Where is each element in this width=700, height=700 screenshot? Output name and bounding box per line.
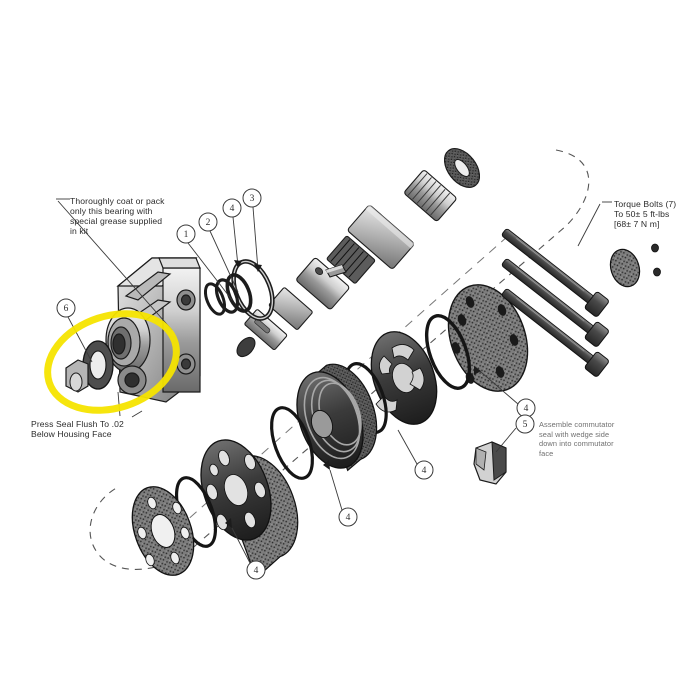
motor-housing xyxy=(105,257,201,403)
callout-balloon-label: 4 xyxy=(346,513,351,523)
callout-balloon-6: 6 xyxy=(56,298,76,318)
gerotor-o-ring xyxy=(270,406,314,480)
wear-plate-drum xyxy=(200,439,299,580)
callout-balloon-label: 6 xyxy=(64,304,69,314)
note-commutator: Assemble commutator seal with wedge side… xyxy=(539,420,615,458)
shaft-key xyxy=(325,264,347,278)
assembly-sweep-outline xyxy=(89,149,590,570)
cap-screws xyxy=(501,228,609,377)
callout-balloon-label: 4 xyxy=(422,466,427,476)
callout-balloon-label: 4 xyxy=(524,404,529,414)
thrust-washer xyxy=(443,148,481,188)
callout-balloon-label: 1 xyxy=(184,230,189,240)
note-seal: Press Seal Flush To .02 Below Housing Fa… xyxy=(31,419,124,440)
end-cap xyxy=(447,284,529,392)
port-plug-disc xyxy=(609,248,641,288)
note-grease: Thoroughly coat or pack only this bearin… xyxy=(70,196,165,237)
drive-shaft xyxy=(236,170,457,358)
shaft-seal-highlight xyxy=(44,310,180,414)
callout-balloon-4: 4 xyxy=(338,507,358,527)
commutator-seal-wedge xyxy=(473,441,507,485)
small-plugs xyxy=(651,243,661,277)
seal-retaining-ring xyxy=(65,359,89,393)
leader-arrowheads xyxy=(225,260,481,528)
leader-lines xyxy=(56,198,612,564)
note-torque: Torque Bolts (7) To 50± 5 ft-lbs [68± 7 … xyxy=(614,199,677,230)
callout-balloon-4: 4 xyxy=(414,460,434,480)
callout-balloon-1: 1 xyxy=(176,224,196,244)
callout-balloon-label: 3 xyxy=(250,194,255,204)
callout-balloons: 1 2 4 3 6 4 5 4 4 4 xyxy=(56,188,536,580)
callout-balloon-label: 4 xyxy=(254,566,259,576)
shaft-seal xyxy=(82,340,114,390)
callout-balloon-label: 2 xyxy=(206,218,211,228)
callout-balloon-label: 5 xyxy=(523,420,528,430)
callout-balloon-4: 4 xyxy=(222,198,242,218)
callout-balloon-2: 2 xyxy=(198,212,218,232)
o-ring-stack xyxy=(203,259,275,321)
callout-balloon-4: 4 xyxy=(516,398,536,418)
flange-plate xyxy=(131,486,195,576)
callout-balloon-3: 3 xyxy=(242,188,262,208)
highlight-ellipse xyxy=(44,310,180,414)
callout-balloon-4: 4 xyxy=(246,560,266,580)
callout-balloon-label: 4 xyxy=(230,204,235,214)
end-cap-o-ring xyxy=(424,314,472,390)
callout-balloon-5: 5 xyxy=(515,414,535,434)
gerotor-set xyxy=(296,363,378,472)
